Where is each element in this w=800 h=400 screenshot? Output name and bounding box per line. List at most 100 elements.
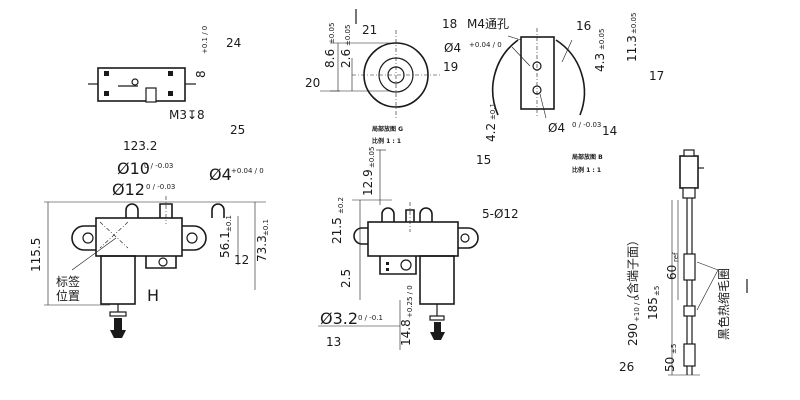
side-bracket — [379, 256, 417, 275]
top-view: 8 +0.1 / 0 24 M3↧8 25 — [88, 26, 245, 137]
label-16: 16 — [576, 19, 591, 33]
front-connector-base — [110, 330, 126, 338]
label-20: 20 — [305, 76, 320, 90]
detail-scale: 比例 1 : 1 — [572, 166, 601, 174]
side-ear — [458, 227, 479, 249]
front-dim-56-tol: ±0.1 — [225, 215, 233, 232]
screw-callout: M3↧8 — [169, 108, 205, 122]
detail-dim-42: 4.2 — [484, 123, 498, 142]
cable-leader — [696, 261, 719, 271]
front-ear-hole — [82, 232, 94, 244]
cable-length-note: 290 — [626, 323, 640, 346]
cable-dim-50-tol: ±5 — [670, 344, 678, 354]
label-12: 12 — [234, 253, 249, 267]
detail-dim-43-tol: ±0.05 — [598, 29, 606, 50]
cable-sleeve — [683, 305, 696, 317]
side-dim-25: 2.5 — [339, 269, 353, 288]
top-view-pin — [131, 78, 139, 86]
side-connector-base — [430, 332, 445, 340]
top-view-hole — [168, 71, 173, 76]
front-connector — [114, 318, 122, 330]
detail-leader — [539, 93, 547, 119]
tag-position: 位置 — [56, 288, 80, 303]
side-terminal — [429, 315, 445, 321]
label-13: 13 — [326, 335, 341, 349]
side-ear — [353, 227, 368, 245]
detail-leader — [561, 39, 573, 63]
front-dia12: Ø12 — [112, 180, 145, 199]
cable-dim-185-tol: ±5 — [653, 286, 661, 296]
detail-dia4-b-tol: 0 / -0.03 — [572, 121, 601, 129]
side-holes: 5-Ø12 — [482, 207, 519, 221]
front-ear-left — [71, 225, 96, 251]
detail-dia4-b: Ø4 — [548, 121, 565, 135]
detail-dim-42-tol: ±0.1 — [489, 103, 497, 120]
thread-note: M4通孔 — [467, 17, 509, 31]
label-14: 14 — [602, 124, 617, 138]
round-view-scale: 比例 1 : 1 — [372, 137, 401, 145]
tag-label: 标签 — [56, 274, 80, 289]
side-bracket-dot — [386, 262, 389, 265]
side-dim-148-tol: +0.25 / 0 — [406, 285, 414, 318]
cable-connector-neck — [682, 187, 696, 199]
cable-length-tol: +10 / 0 — [633, 296, 641, 322]
front-bracket — [145, 256, 177, 269]
side-dim-148: 14.8 — [399, 319, 413, 346]
round-view-section-title: 局部放图 G — [371, 125, 403, 133]
label-15: 15 — [476, 153, 491, 167]
detail-dim-43: 4.3 — [593, 53, 607, 72]
side-dia32-tol: 0 / -0.1 — [358, 314, 383, 322]
top-view-hole — [104, 91, 109, 96]
side-bracket-dot — [386, 268, 389, 271]
detail-dim-113-tol: ±0.05 — [630, 13, 638, 34]
detail-block — [520, 36, 555, 110]
front-ear-right — [182, 225, 207, 251]
top-view-hole — [168, 91, 173, 96]
side-dim-129: 12.9 — [361, 169, 375, 196]
side-motor — [419, 255, 455, 305]
label-21: 21 — [362, 23, 377, 37]
side-bracket-hole — [400, 259, 412, 271]
detail-arc — [555, 39, 586, 116]
cable-dim-185: 185 — [646, 297, 660, 320]
front-dim-total-height: 115.5 — [29, 238, 43, 272]
cable-sleeve-note: 黑色热缩毛圈 — [716, 268, 731, 340]
front-terminal — [109, 311, 127, 317]
detail-view: 18 M4通孔 16 Ø4 +0.04 / 0 19 4.3 ±0.05 11.… — [442, 13, 664, 174]
label-18: 18 — [442, 17, 457, 31]
side-dia32: Ø3.2 — [320, 309, 358, 328]
cable-sleeve — [683, 253, 696, 281]
side-shaft-boss — [405, 209, 415, 222]
round-view: 8.6 ±0.05 2.6 ±0.05 21 20 局部放图 G 比例 1 : … — [305, 9, 440, 145]
front-label-area — [99, 221, 129, 249]
side-view: 12.9 ±0.05 21.5 ±0.2 2.5 5-Ø12 Ø3. — [318, 147, 519, 350]
round-view-dim-86-tol: ±0.05 — [328, 23, 336, 44]
front-lug — [211, 203, 225, 218]
top-view-tab — [145, 87, 157, 103]
cable-length-suffix: （含端子面） — [625, 234, 640, 306]
side-dim-215: 21.5 — [330, 217, 344, 244]
cable-connector-top — [683, 149, 695, 157]
front-dia10: Ø10 — [117, 159, 150, 178]
front-shaft-boss — [159, 203, 173, 218]
front-dim-73: 73.3 — [255, 235, 269, 262]
front-dia4-tol: +0.04 / 0 — [231, 167, 264, 175]
side-dim-215-tol: ±0.2 — [337, 197, 345, 214]
front-dia12-tol: 0 / -0.03 — [146, 183, 175, 191]
front-lug — [125, 203, 139, 218]
side-lug — [419, 207, 433, 222]
front-dim-73-tol: ±0.1 — [262, 219, 270, 236]
front-motor — [100, 255, 136, 305]
top-view-dim-height: 8 — [194, 70, 208, 78]
detail-dia4-a: Ø4 — [444, 41, 461, 55]
front-dim-width: 123.2 — [123, 139, 157, 153]
top-view-dim-height-tol: +0.1 / 0 — [201, 26, 209, 54]
round-view-dim-26-tol: ±0.05 — [344, 25, 352, 46]
front-gearbox — [95, 217, 183, 257]
label-19: 19 — [443, 60, 458, 74]
label-24: 24 — [226, 36, 241, 50]
front-dim-56: 56.1 — [218, 231, 232, 258]
cable-dim-60: 60 — [665, 265, 679, 280]
round-view-dim-86: 8.6 — [323, 49, 337, 68]
